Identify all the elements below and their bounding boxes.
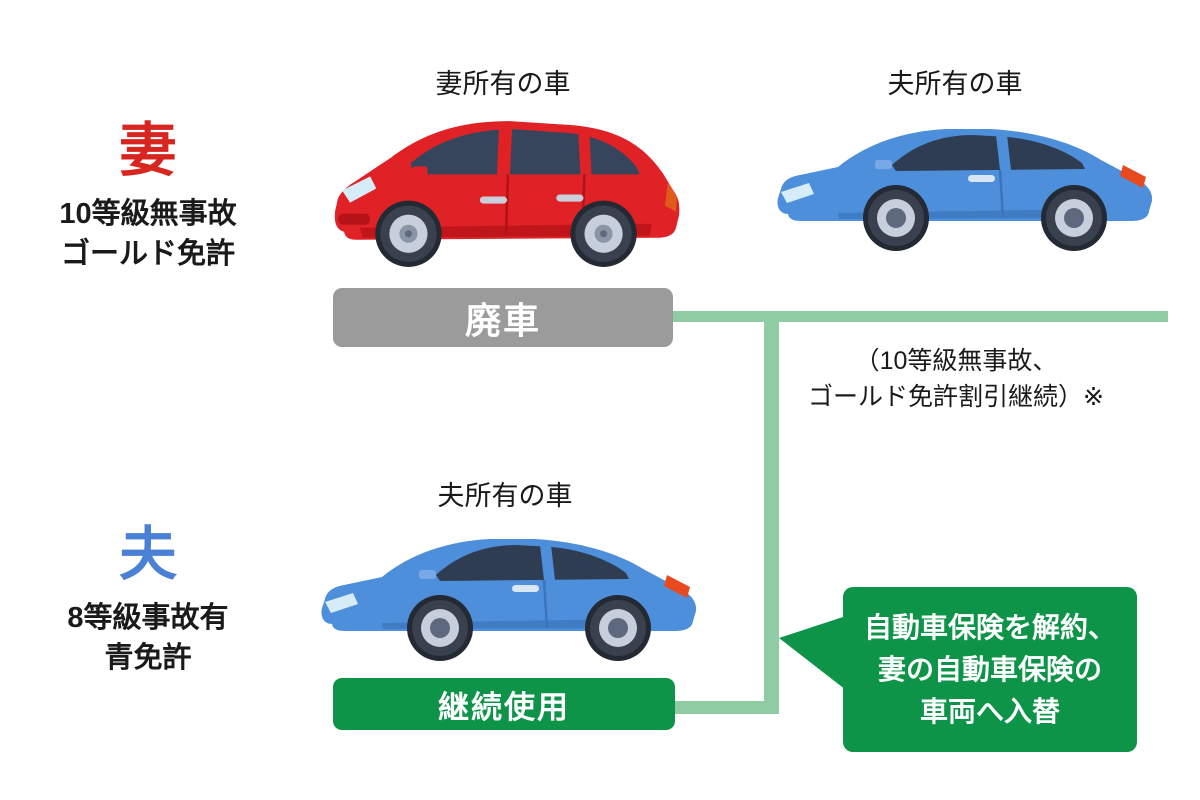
flow-line-vertical [764, 311, 779, 714]
bubble-line3: 車両へ入替 [919, 695, 1060, 727]
flow-line-top-horizontal [672, 311, 1168, 322]
red-minivan-car-icon [330, 110, 680, 268]
continue-use-action-badge: 継続使用 [333, 678, 675, 730]
insurance-switch-speech-bubble: 自動車保険を解約、 妻の自動車保険の 車両へ入替 [843, 587, 1137, 752]
bubble-line2: 妻の自動車保険の [877, 653, 1102, 685]
wife-name-label: 妻 [118, 118, 177, 183]
blue-coupe-car-icon [316, 518, 704, 663]
blue-coupe-car-icon [772, 108, 1160, 253]
annotation-line2: ゴールド免許割引継続）※ [808, 382, 1104, 411]
wife-car-top-label: 妻所有の車 [435, 69, 571, 99]
wife-grade-line2: ゴールド免許 [60, 237, 235, 270]
speech-bubble-tail [779, 616, 846, 690]
husband-name-label: 夫 [118, 522, 177, 587]
wife-grade-info: 10等級無事故 ゴールド免許 [30, 194, 266, 274]
husband-car-bottom-label: 夫所有の車 [437, 481, 573, 511]
flow-line-bottom-horizontal [674, 701, 779, 714]
husband-grade-line2: 青免許 [104, 641, 192, 674]
husband-grade-line1: 8等級事故有 [67, 601, 229, 634]
husband-section: 夫 8等級事故有 青免許 [30, 520, 266, 678]
wife-grade-line1: 10等級無事故 [59, 197, 237, 230]
annotation-line1: （10等級無事故、 [854, 347, 1058, 375]
husband-grade-info: 8等級事故有 青免許 [30, 598, 266, 678]
husband-car-top-label: 夫所有の車 [887, 69, 1023, 99]
bubble-line1: 自動車保険を解約、 [863, 611, 1116, 643]
scrap-action-badge: 廃車 [333, 288, 673, 347]
grade-continuation-annotation: （10等級無事故、 ゴールド免許割引継続）※ [800, 344, 1112, 415]
wife-section: 妻 10等級無事故 ゴールド免許 [30, 116, 266, 274]
